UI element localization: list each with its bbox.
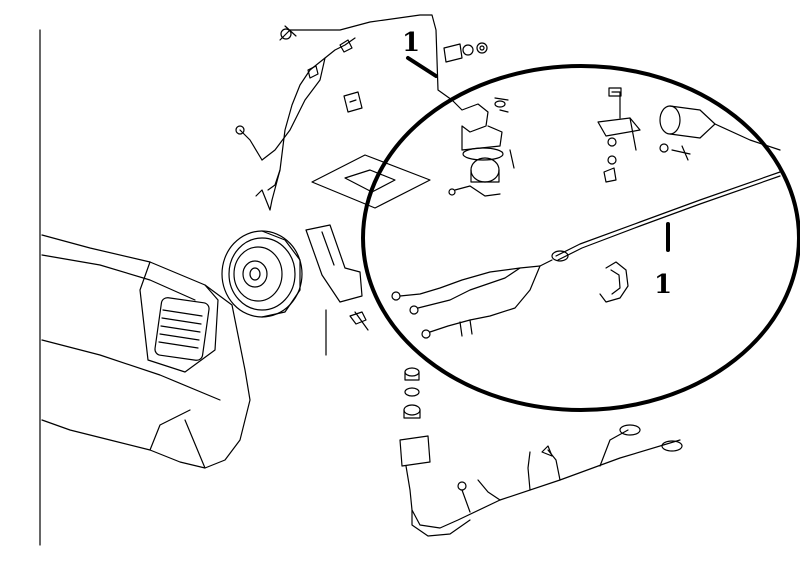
callout-leader-top [406, 56, 438, 78]
callout-label-right: 1 [654, 270, 673, 300]
clip-drawing [343, 91, 363, 113]
antenna-base-drawing [448, 97, 515, 197]
dashboard-drawing [41, 234, 251, 469]
plug-connector-drawing [659, 105, 781, 161]
antenna-cable-drawing [391, 171, 781, 339]
top-nuts-drawing [443, 42, 488, 63]
retaining-clip-drawing [599, 261, 629, 303]
callout-label-top: 1 [402, 28, 421, 58]
highlight-circle [361, 64, 800, 412]
lower-harness-drawing [399, 424, 683, 537]
mounting-plate-drawing [311, 154, 431, 209]
antenna-harness-top [235, 14, 453, 211]
lower-fasteners-drawing [403, 367, 421, 419]
speaker-drawing [221, 230, 303, 318]
speaker-bracket-drawing [305, 224, 369, 356]
bracket-bolts-drawing [597, 87, 641, 183]
